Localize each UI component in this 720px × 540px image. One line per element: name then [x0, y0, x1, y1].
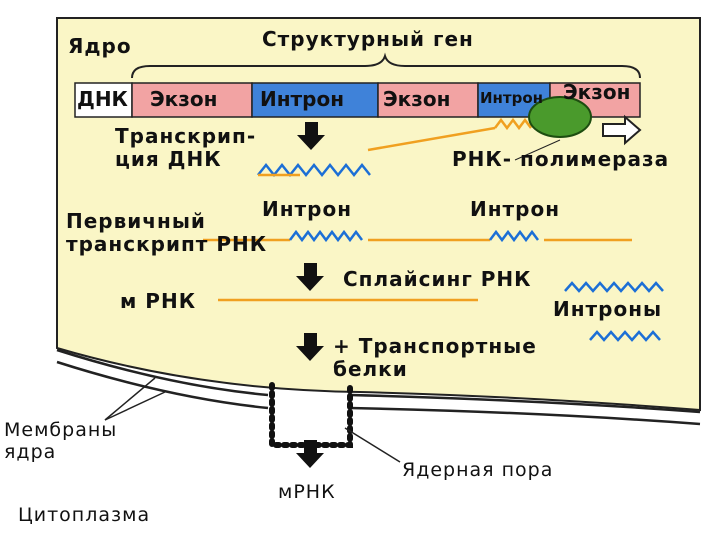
gene-label-intron-1: Интрон [260, 87, 345, 111]
cytoplasm-label: Цитоплазма [18, 504, 151, 526]
gene-label-exon-2: Экзон [383, 87, 451, 111]
nuclear-pore-label: Ядерная пора [402, 459, 554, 481]
gene-segment-exon-1 [131, 82, 253, 118]
gene-label-intron-2: Интрон [480, 89, 544, 107]
primary-transcript-intron [289, 229, 363, 243]
gene-label-dna: ДНК [77, 87, 128, 111]
nuclear-pore [269, 382, 353, 448]
gene-segment-intron-1 [251, 82, 379, 118]
nuclear-membrane-inner-right [349, 406, 701, 426]
rna-polymerase-label: РНК- полимераза [452, 147, 670, 171]
nucleus-label: Ядро [68, 34, 132, 58]
excised-intron [564, 281, 664, 293]
nuclear-membrane-outer [56, 348, 269, 397]
gene-brace [131, 52, 641, 79]
gene-label-exon-1: Экзон [150, 87, 218, 111]
down-arrow-icon [296, 263, 324, 291]
primary-transcript-intron [489, 229, 539, 243]
direction-arrow-icon [602, 114, 642, 146]
transcript-growing-exon [367, 126, 496, 152]
structural-gene-label: Структурный ген [262, 27, 474, 51]
introns-label: Интроны [553, 297, 663, 321]
nuclear-membranes-label: Мембраны ядра [4, 419, 118, 463]
gene-segment-exon-2 [377, 82, 479, 118]
rna-polymerase [528, 96, 592, 138]
transcription-label: Транскрип- ция ДНК [115, 124, 257, 171]
gene-label-exon-3: Экзон [563, 80, 631, 104]
transcript-growing-wave [257, 162, 371, 178]
nuclear-membrane-outer-right [349, 393, 701, 414]
down-arrow-icon [296, 333, 324, 361]
intron-label: Интрон [470, 197, 561, 221]
mrna-out-label: мРНК [278, 481, 336, 503]
nuclear-membrane-inner [56, 360, 269, 410]
transport-proteins-label: + Транспортные белки [333, 334, 537, 381]
primary-transcript-label: Первичный транскрипт РНК [66, 209, 268, 256]
down-arrow-icon [296, 440, 324, 468]
down-arrow-icon [297, 122, 325, 150]
splicing-label: Сплайсинг РНК [343, 267, 532, 291]
gene-segment-dna [74, 82, 133, 118]
intron-label: Интрон [262, 197, 353, 221]
mrna-inside-label: м РНК [120, 289, 197, 313]
excised-intron [589, 330, 661, 342]
